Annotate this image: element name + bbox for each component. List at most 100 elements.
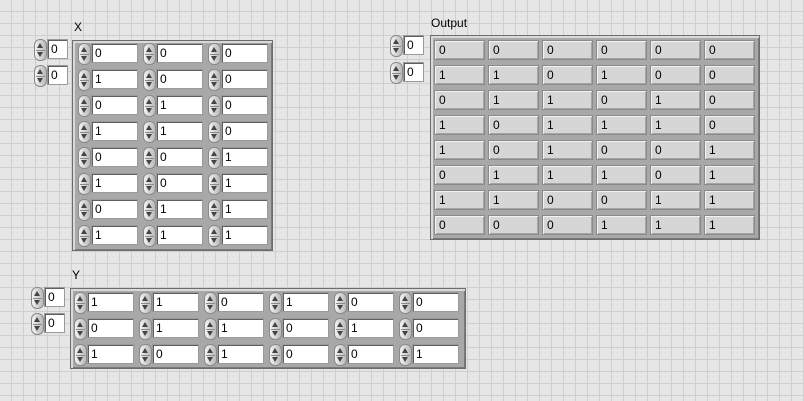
x-cell-0-1-spinner[interactable]	[143, 43, 156, 65]
y-cell-2-2-spinner[interactable]	[204, 344, 217, 366]
x-index-1-field[interactable]: 0	[47, 65, 68, 85]
y-cell-1-5[interactable]: 0	[412, 318, 459, 338]
x-cell-7-2-spinner[interactable]	[208, 225, 221, 247]
y-cell-1-2-spinner[interactable]	[204, 318, 217, 340]
x-cell-3-1[interactable]: 1	[156, 121, 203, 141]
y-cell-0-3[interactable]: 1	[282, 292, 329, 312]
x-cell-5-2-spinner[interactable]	[208, 173, 221, 195]
x-cell-5-0-spinner[interactable]	[78, 173, 91, 195]
y-cell-2-2[interactable]: 1	[217, 344, 264, 364]
x-cell-7-0[interactable]: 1	[91, 225, 138, 245]
y-cell-1-2[interactable]: 1	[217, 318, 264, 338]
x-cell-6-2-spinner[interactable]	[208, 199, 221, 221]
y-cell-0-1-spinner[interactable]	[139, 292, 152, 314]
x-index-0-spinner[interactable]	[34, 39, 47, 61]
y-cell-0-1[interactable]: 1	[152, 292, 199, 312]
x-cell-7-0-spinner[interactable]	[78, 225, 91, 247]
y-cell-2-5[interactable]: 1	[412, 344, 459, 364]
x-cell-7-1-spinner[interactable]	[143, 225, 156, 247]
output-cell-3-1: 0	[488, 115, 539, 135]
x-cell-5-1[interactable]: 0	[156, 173, 203, 193]
x-cell-5-1-spinner[interactable]	[143, 173, 156, 195]
y-cell-2-1-spinner[interactable]	[139, 344, 152, 366]
x-cell-6-0[interactable]: 0	[91, 199, 138, 219]
y-cell-0-5[interactable]: 0	[412, 292, 459, 312]
x-cell-0-0[interactable]: 0	[91, 43, 138, 63]
x-cell-3-2[interactable]: 0	[221, 121, 268, 141]
y-cell-1-4[interactable]: 1	[347, 318, 394, 338]
x-cell-6-1-spinner[interactable]	[143, 199, 156, 221]
y-cell-0-5-spinner[interactable]	[399, 292, 412, 314]
x-index-1-spinner[interactable]	[34, 65, 47, 87]
x-cell-2-2[interactable]: 0	[221, 95, 268, 115]
output-cell-3-0: 1	[434, 115, 485, 135]
x-cell-4-2-spinner[interactable]	[208, 147, 221, 169]
x-cell-2-2-spinner[interactable]	[208, 95, 221, 117]
x-cell-4-0-spinner[interactable]	[78, 147, 91, 169]
x-cell-2-1-spinner[interactable]	[143, 95, 156, 117]
x-cell-0-2[interactable]: 0	[221, 43, 268, 63]
x-cell-5-2[interactable]: 1	[221, 173, 268, 193]
x-cell-4-1-spinner[interactable]	[143, 147, 156, 169]
x-cell-3-0-spinner[interactable]	[78, 121, 91, 143]
y-cell-1-0[interactable]: 0	[87, 318, 134, 338]
y-cell-2-5-spinner[interactable]	[399, 344, 412, 366]
x-cell-4-0[interactable]: 0	[91, 147, 138, 167]
y-cell-1-3[interactable]: 0	[282, 318, 329, 338]
x-cell-3-1-spinner[interactable]	[143, 121, 156, 143]
x-cell-5-0[interactable]: 1	[91, 173, 138, 193]
y-cell-0-3-spinner[interactable]	[269, 292, 282, 314]
y-cell-2-1[interactable]: 0	[152, 344, 199, 364]
y-cell-1-5-spinner[interactable]	[399, 318, 412, 340]
output-cell-7-5: 1	[704, 215, 755, 235]
y-cell-2-0[interactable]: 1	[87, 344, 134, 364]
x-cell-4-2[interactable]: 1	[221, 147, 268, 167]
x-cell-0-2-spinner[interactable]	[208, 43, 221, 65]
y-cell-0-0-spinner[interactable]	[74, 292, 87, 314]
y-cell-0-0[interactable]: 1	[87, 292, 134, 312]
y-cell-1-1[interactable]: 1	[152, 318, 199, 338]
x-cell-7-2[interactable]: 1	[221, 225, 268, 245]
y-cell-1-1-spinner[interactable]	[139, 318, 152, 340]
x-cell-1-0[interactable]: 1	[91, 69, 138, 89]
y-cell-1-4-spinner[interactable]	[334, 318, 347, 340]
x-cell-2-0[interactable]: 0	[91, 95, 138, 115]
y-index-0-field[interactable]: 0	[44, 287, 65, 307]
y-cell-0-4-spinner[interactable]	[334, 292, 347, 314]
x-index-0-field[interactable]: 0	[47, 39, 68, 59]
x-cell-1-2-spinner[interactable]	[208, 69, 221, 91]
y-index-1-field[interactable]: 0	[44, 313, 65, 333]
output-index-1-field[interactable]: 0	[403, 62, 424, 82]
x-cell-1-0-spinner[interactable]	[78, 69, 91, 91]
y-cell-1-0-spinner[interactable]	[74, 318, 87, 340]
x-cell-1-1-spinner[interactable]	[143, 69, 156, 91]
y-cell-2-4-spinner[interactable]	[334, 344, 347, 366]
y-cell-1-3-spinner[interactable]	[269, 318, 282, 340]
output-index-0-field[interactable]: 0	[403, 35, 424, 55]
y-cell-0-4[interactable]: 0	[347, 292, 394, 312]
y-cell-0-2[interactable]: 0	[217, 292, 264, 312]
x-cell-3-2-spinner[interactable]	[208, 121, 221, 143]
x-cell-2-0-spinner[interactable]	[78, 95, 91, 117]
y-cell-0-2-spinner[interactable]	[204, 292, 217, 314]
x-cell-6-0-spinner[interactable]	[78, 199, 91, 221]
x-cell-0-0-spinner[interactable]	[78, 43, 91, 65]
output-index-1-spinner[interactable]	[390, 62, 403, 84]
y-cell-2-0-spinner[interactable]	[74, 344, 87, 366]
y-cell-2-3[interactable]: 0	[282, 344, 329, 364]
y-index-0-spinner[interactable]	[31, 287, 44, 309]
x-cell-2-1[interactable]: 1	[156, 95, 203, 115]
x-cell-6-2[interactable]: 1	[221, 199, 268, 219]
x-cell-1-2[interactable]: 0	[221, 69, 268, 89]
y-cell-2-3-spinner[interactable]	[269, 344, 282, 366]
y-cell-2-4[interactable]: 0	[347, 344, 394, 364]
x-cell-3-0[interactable]: 1	[91, 121, 138, 141]
x-cell-4-1[interactable]: 0	[156, 147, 203, 167]
x-cell-7-1[interactable]: 1	[156, 225, 203, 245]
x-cell-6-1[interactable]: 1	[156, 199, 203, 219]
x-cell-1-1[interactable]: 0	[156, 69, 203, 89]
y-index-1-spinner[interactable]	[31, 313, 44, 335]
output-index-0-spinner[interactable]	[390, 35, 403, 57]
output-cell-3-2: 1	[542, 115, 593, 135]
x-cell-0-1[interactable]: 0	[156, 43, 203, 63]
